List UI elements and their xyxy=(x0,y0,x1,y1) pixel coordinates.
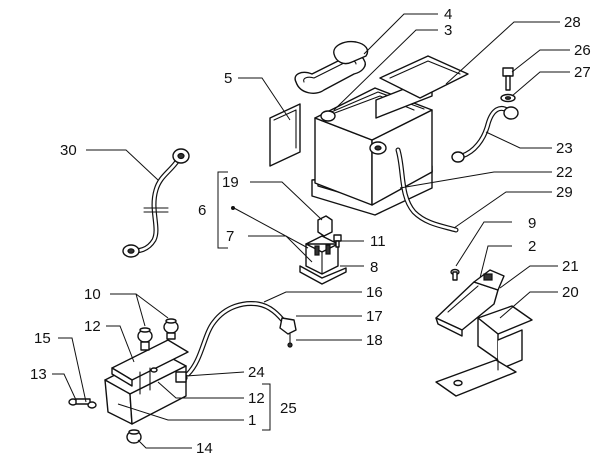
fuse-holder xyxy=(435,269,505,337)
callout-6: 6 xyxy=(198,202,206,219)
callout-1: 1 xyxy=(248,412,256,429)
callout-12-lower: 12 xyxy=(248,390,265,407)
marker-dot xyxy=(231,206,235,210)
callout-29: 29 xyxy=(556,184,573,201)
nuts-10 xyxy=(137,318,179,351)
callout-14: 14 xyxy=(196,440,213,457)
battery-pad xyxy=(379,55,469,99)
callout-23: 23 xyxy=(556,140,573,157)
callout-labels: 4 3 28 26 27 5 23 22 29 30 19 6 7 11 8 9… xyxy=(30,6,591,457)
cable-30 xyxy=(122,148,190,258)
callout-18: 18 xyxy=(366,332,383,349)
cap-14 xyxy=(126,429,142,444)
callout-21: 21 xyxy=(562,258,579,275)
callout-9: 9 xyxy=(528,215,536,232)
screw-9 xyxy=(450,268,460,281)
callout-25: 25 xyxy=(280,400,297,417)
callout-2: 2 xyxy=(528,238,536,255)
callout-20: 20 xyxy=(562,284,579,301)
washer-27 xyxy=(500,93,516,103)
callout-4: 4 xyxy=(444,6,452,23)
leader-lines xyxy=(52,13,570,449)
callout-10: 10 xyxy=(84,286,101,303)
callout-30: 30 xyxy=(60,142,77,159)
screw-11 xyxy=(333,234,342,248)
fuse-19 xyxy=(317,215,333,237)
callout-12-upper: 12 xyxy=(84,318,101,335)
callout-17: 17 xyxy=(366,308,383,325)
callout-24: 24 xyxy=(248,364,265,381)
callout-19: 19 xyxy=(222,174,239,191)
callout-8: 8 xyxy=(370,259,378,276)
battery-side-plate xyxy=(269,103,301,167)
ground-cable xyxy=(451,106,519,163)
callout-16: 16 xyxy=(366,284,383,301)
callout-27: 27 xyxy=(574,64,591,81)
relay xyxy=(299,235,347,285)
callout-15: 15 xyxy=(34,330,51,347)
callout-22: 22 xyxy=(556,164,573,181)
callout-26: 26 xyxy=(574,42,591,59)
screw-13 xyxy=(68,398,97,409)
callout-5: 5 xyxy=(224,70,232,87)
callout-13: 13 xyxy=(30,366,47,383)
bolt-26 xyxy=(502,67,514,91)
callout-7: 7 xyxy=(226,228,234,245)
battery-strap-handle xyxy=(294,40,369,94)
cable-16 xyxy=(185,301,297,377)
battery-cable xyxy=(395,147,459,233)
battery xyxy=(311,77,433,216)
callout-11: 11 xyxy=(370,233,386,250)
fuse-box xyxy=(104,339,189,425)
callout-3: 3 xyxy=(444,22,452,39)
callout-28: 28 xyxy=(564,14,581,31)
mounting-bracket xyxy=(435,305,533,397)
